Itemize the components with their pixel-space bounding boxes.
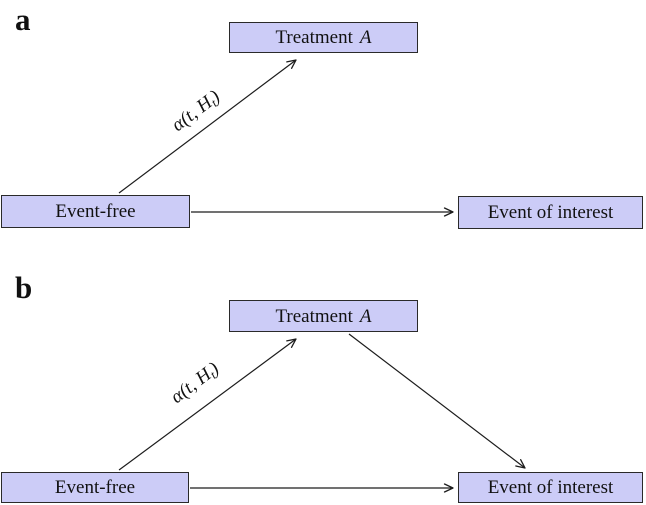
node-b-treatment: Treatment A (229, 300, 418, 332)
node-b-event-of-interest: Event of interest (458, 472, 643, 503)
panel-b-label: b (15, 270, 33, 305)
node-a-treatment: Treatment A (229, 22, 418, 53)
node-b-treatment-text: Treatment (275, 305, 353, 327)
panel-a-label: a (15, 2, 31, 37)
node-b-event-of-interest-text: Event of interest (487, 477, 614, 498)
arrow-b-treatment-to-eventinterest (348, 333, 526, 469)
node-b-event-free-text: Event-free (54, 477, 136, 498)
node-a-treatment-variable: A (359, 27, 372, 48)
node-a-treatment-text: Treatment (275, 27, 353, 48)
arrow-a-eventfree-to-treatment (118, 59, 297, 194)
node-a-event-free: Event-free (1, 195, 190, 228)
node-a-event-of-interest: Event of interest (458, 196, 643, 229)
arrow-b-eventfree-to-treatment (118, 338, 297, 471)
node-b-treatment-variable: A (359, 305, 372, 327)
node-b-event-free: Event-free (1, 472, 189, 503)
node-a-event-free-text: Event-free (55, 201, 136, 222)
node-a-event-of-interest-text: Event of interest (487, 202, 614, 223)
